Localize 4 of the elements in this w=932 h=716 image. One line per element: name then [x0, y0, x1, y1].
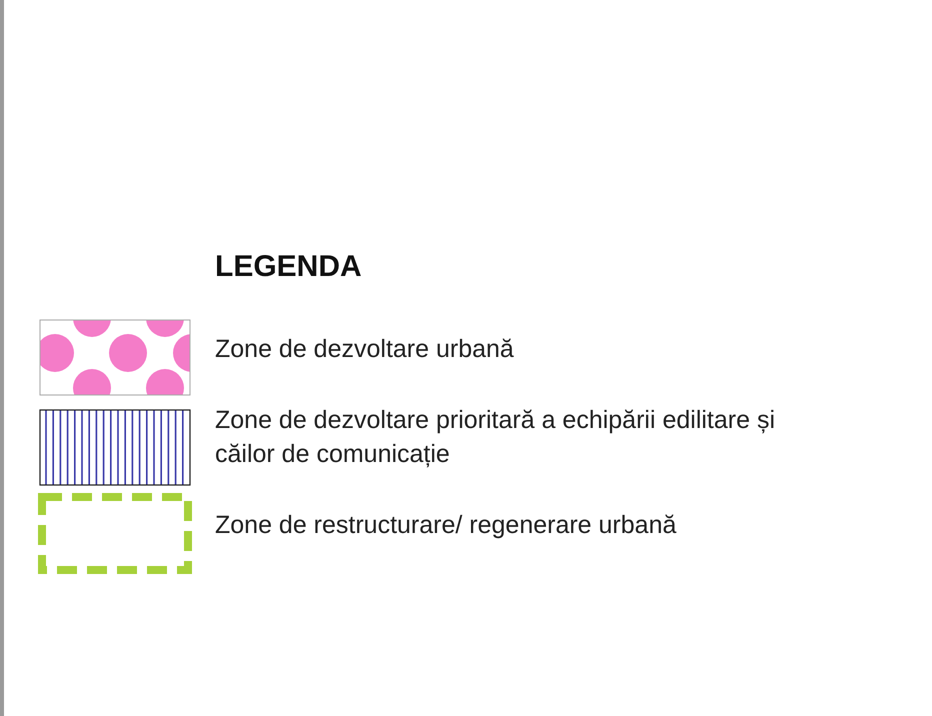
legend-title: LEGENDA: [215, 250, 362, 284]
legend-label: Zone de restructurare/ regenerare urbană: [215, 510, 678, 541]
legend-label: Zone de dezvoltare urbană: [215, 334, 515, 365]
legend-label: Zone de dezvoltare prioritară a echipării edilitare și căilor de comunicație: [215, 405, 776, 470]
